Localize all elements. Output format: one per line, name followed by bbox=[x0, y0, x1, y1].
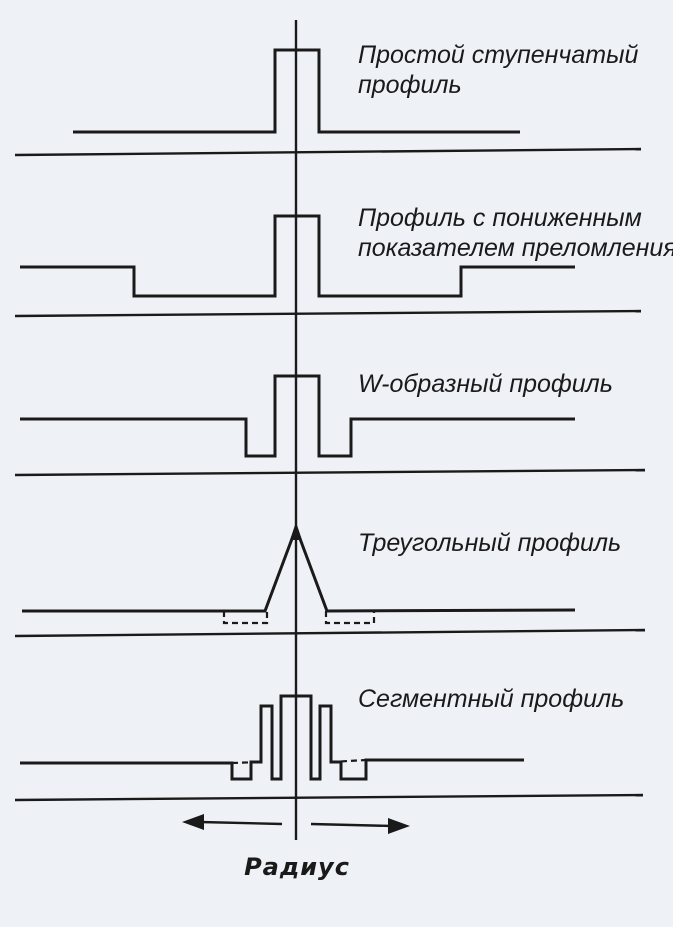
segmented-curve bbox=[20, 694, 524, 781]
segmented-dashed-right bbox=[330, 758, 367, 764]
radius-arrows bbox=[182, 814, 410, 834]
triangular-apex-marker bbox=[290, 522, 302, 540]
w-shaped-label-line1: W-образный профиль bbox=[358, 370, 613, 398]
step-index-label-line1: Простой ступенчатый bbox=[358, 41, 638, 69]
step-index-baseline bbox=[14, 147, 642, 157]
profile-depressed-cladding: Профиль с пониженным показателем преломл… bbox=[14, 204, 673, 318]
depressed-cladding-label: Профиль с пониженным показателем преломл… bbox=[358, 204, 673, 262]
step-index-curve bbox=[73, 48, 520, 134]
radius-arrow-right-shaft bbox=[310, 822, 393, 828]
profile-triangular: Треугольный профиль bbox=[14, 522, 646, 638]
radius-arrow-right-head bbox=[388, 818, 410, 834]
w-shaped-label: W-образный профиль bbox=[358, 370, 613, 398]
triangular-label: Треугольный профиль bbox=[358, 529, 621, 557]
segmented-label: Сегментный профиль bbox=[358, 685, 624, 713]
w-shaped-baseline bbox=[14, 468, 646, 477]
w-shaped-curve bbox=[20, 374, 575, 458]
profile-step-index: Простой ступенчатый профиль bbox=[14, 41, 645, 157]
depressed-cladding-label-line1: Профиль с пониженным bbox=[358, 204, 642, 232]
triangular-dashed-left bbox=[222, 611, 269, 625]
radius-axis-label: Радиус bbox=[244, 853, 350, 881]
radius-arrow-left-shaft bbox=[199, 820, 283, 826]
triangular-label-line1: Треугольный профиль bbox=[358, 529, 621, 557]
segmented-dashed-left bbox=[231, 760, 262, 765]
segmented-label-line1: Сегментный профиль bbox=[358, 685, 624, 713]
segmented-baseline bbox=[14, 793, 644, 802]
triangular-baseline bbox=[14, 628, 646, 638]
depressed-cladding-label-line2: показателем преломления bbox=[358, 234, 673, 262]
depressed-cladding-curve bbox=[20, 214, 575, 298]
radius-arrow-left-head bbox=[182, 814, 204, 830]
profile-w-shaped: W-образный профиль bbox=[14, 370, 646, 477]
profile-segmented: Сегментный профиль bbox=[14, 685, 644, 802]
triangular-dashed-right bbox=[324, 611, 376, 625]
step-index-label-line2: профиль bbox=[358, 71, 462, 99]
depressed-cladding-baseline bbox=[14, 309, 642, 318]
step-index-label: Простой ступенчатый профиль bbox=[358, 41, 645, 99]
